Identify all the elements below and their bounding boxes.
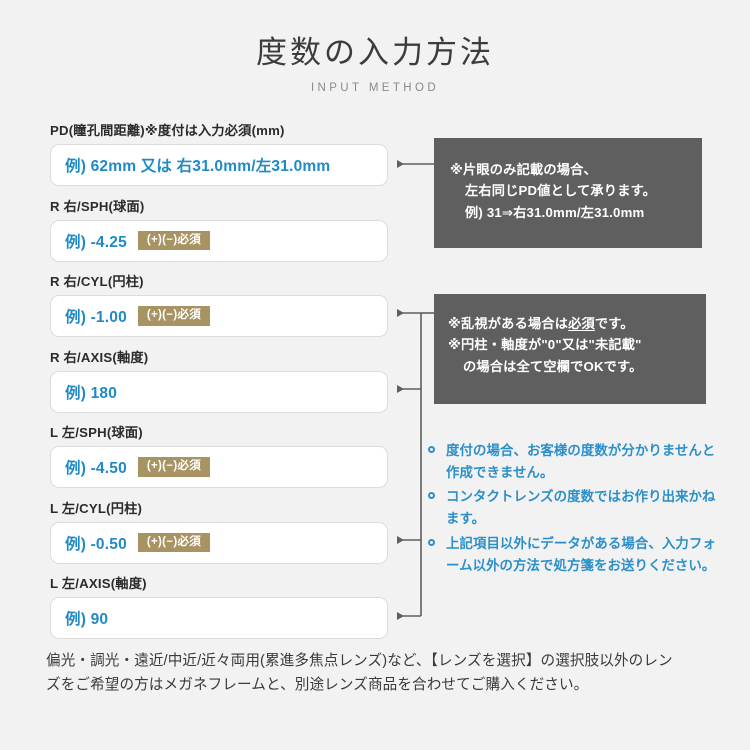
footer-line-1: 偏光・調光・遠近/中近/近々両用(累進多焦点レンズ)など、【レンズを選択】の選択… — [46, 653, 673, 669]
note-cyl-line-3: の場合は全て空欄でOKです。 — [463, 358, 643, 374]
field-group-l-axis: L 左/AXIS(軸度) 例) 90 — [50, 573, 390, 639]
list-item-text: コンタクトレンズの度数ではお作り出来かねます。 — [446, 489, 716, 527]
field-group-r-sph: R 右/SPH(球面) 例) -4.25 (+)(−)必須 — [50, 196, 390, 262]
field-placeholder-l-sph: 例) -4.50 — [65, 460, 127, 477]
circle-bullet-icon — [428, 492, 435, 500]
field-placeholder-pd: 例) 62mm 又は 右31.0mm/左31.0mm — [65, 158, 331, 175]
note-pd-line-3: 例) 31⇒右31.0mm/左31.0mm — [465, 204, 645, 220]
footer-note: 偏光・調光・遠近/中近/近々両用(累進多焦点レンズ)など、【レンズを選択】の選択… — [46, 650, 714, 697]
required-badge-r-sph: (+)(−)必須 — [137, 230, 211, 251]
list-item-text: 上記項目以外にデータがある場合、入力フォーム以外の方法で処方箋をお送りください。 — [446, 535, 716, 573]
field-label-r-axis: R 右/AXIS(軸度) — [50, 349, 149, 365]
note-pd-line-1: ※片眼のみ記載の場合、 — [450, 162, 597, 177]
list-item: コンタクトレンズの度数ではお作り出来かねます。 — [428, 486, 718, 529]
field-group-pd: PD(瞳孔間距離)※度付は入力必須(mm) 例) 62mm 又は 右31.0mm… — [50, 120, 390, 186]
notice-bullet-list: 度付の場合、お客様の度数が分かりませんと作成できません。 コンタクトレンズの度数… — [428, 440, 718, 579]
page-header: 度数の入力方法 INPUT METHOD — [0, 34, 750, 94]
field-placeholder-r-sph: 例) -4.25 — [65, 233, 127, 251]
field-label-r-cyl: R 右/CYL(円柱) — [50, 274, 144, 289]
field-group-l-cyl: L 左/CYL(円柱) 例) -0.50 (+)(−)必須 — [50, 498, 390, 564]
note-pd: ※片眼のみ記載の場合、 左右同じPD値として承ります。 例) 31⇒右31.0m… — [434, 138, 702, 248]
field-label-l-cyl: L 左/CYL(円柱) — [50, 500, 143, 516]
field-placeholder-r-cyl: 例) -1.00 — [65, 309, 127, 326]
page-title: 度数の入力方法 — [256, 35, 494, 70]
field-placeholder-l-cyl: 例) -0.50 — [65, 535, 127, 553]
field-input-l-sph[interactable]: 例) -4.50 (+)(−)必須 — [50, 446, 388, 488]
note-cyl-line-1-underline: 必須 — [568, 316, 595, 331]
list-item-text: 度付の場合、お客様の度数が分かりませんと作成できません。 — [446, 443, 716, 480]
field-group-l-sph: L 左/SPH(球面) 例) -4.50 (+)(−)必須 — [50, 422, 390, 488]
required-badge-l-sph: (+)(−)必須 — [137, 457, 211, 477]
prescription-fields: PD(瞳孔間距離)※度付は入力必須(mm) 例) 62mm 又は 右31.0mm… — [50, 120, 390, 649]
field-input-r-axis[interactable]: 例) 180 — [50, 370, 388, 413]
note-pd-line-2: 左右同じPD値として承ります。 — [465, 183, 657, 199]
note-cyl-line-1-suffix: です。 — [594, 316, 634, 331]
field-label-l-sph: L 左/SPH(球面) — [50, 425, 143, 440]
field-label-l-axis: L 左/AXIS(軸度) — [50, 576, 147, 591]
note-cyl-line-1-prefix: ※乱視がある場合は — [448, 316, 569, 331]
circle-bullet-icon — [428, 446, 435, 453]
field-group-r-axis: R 右/AXIS(軸度) 例) 180 — [50, 347, 390, 413]
circle-bullet-icon — [428, 538, 435, 546]
required-badge-l-cyl: (+)(−)必須 — [137, 532, 211, 553]
note-cyl-axis: ※乱視がある場合は必須です。 ※円柱・軸度が"0"又は"未記載" の場合は全て空… — [434, 294, 706, 404]
page-subtitle: INPUT METHOD — [310, 81, 440, 94]
list-item: 上記項目以外にデータがある場合、入力フォーム以外の方法で処方箋をお送りください。 — [428, 533, 718, 576]
field-input-r-sph[interactable]: 例) -4.25 (+)(−)必須 — [50, 219, 388, 262]
field-group-r-cyl: R 右/CYL(円柱) 例) -1.00 (+)(−)必須 — [50, 271, 390, 337]
field-placeholder-r-axis: 例) 180 — [65, 384, 118, 402]
list-item: 度付の場合、お客様の度数が分かりませんと作成できません。 — [428, 440, 718, 483]
note-cyl-line-2: ※円柱・軸度が"0"又は"未記載" — [448, 337, 642, 353]
note-cyl-line-1: ※乱視がある場合は必須です。 — [448, 313, 706, 334]
field-label-r-sph: R 右/SPH(球面) — [50, 198, 145, 214]
field-input-r-cyl[interactable]: 例) -1.00 (+)(−)必須 — [50, 295, 388, 337]
field-input-l-cyl[interactable]: 例) -0.50 (+)(−)必須 — [50, 521, 388, 564]
field-placeholder-l-axis: 例) 90 — [65, 611, 109, 628]
required-badge-r-cyl: (+)(−)必須 — [137, 306, 211, 326]
footer-line-2: ズをご希望の方はメガネフレームと、別途レンズ商品を合わせてご購入ください。 — [46, 676, 589, 693]
field-input-l-axis[interactable]: 例) 90 — [50, 597, 388, 639]
field-input-pd[interactable]: 例) 62mm 又は 右31.0mm/左31.0mm — [50, 144, 388, 186]
field-label-pd: PD(瞳孔間距離)※度付は入力必須(mm) — [50, 123, 285, 138]
